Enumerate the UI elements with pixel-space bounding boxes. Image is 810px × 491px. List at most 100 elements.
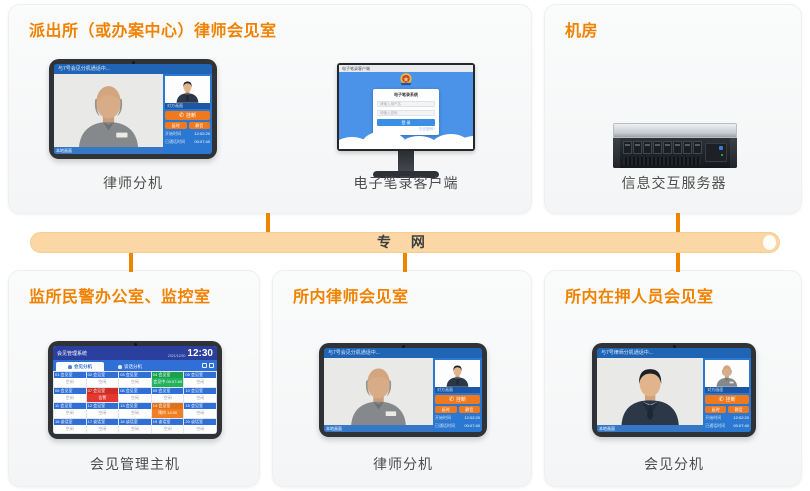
main-video: 本地画面 bbox=[54, 74, 164, 154]
username-field[interactable]: 请输入用户名 bbox=[377, 101, 435, 107]
phone-icon: ✆ bbox=[718, 396, 724, 403]
duration-label: 已通话时间 bbox=[435, 423, 456, 428]
window-title: 电子笔录客户端 bbox=[342, 66, 370, 71]
room-cell[interactable]: 06 会见室空闲 bbox=[54, 387, 86, 402]
panel-title: 派出所（或办案中心）律师会见室 bbox=[29, 23, 277, 40]
device-rack-server bbox=[613, 123, 737, 168]
room-cell-alarm[interactable]: 07 会见室告警 bbox=[86, 387, 119, 402]
cloud-shape bbox=[361, 131, 407, 149]
room-cell[interactable]: 12 会见室空闲 bbox=[86, 403, 119, 418]
mute-button[interactable]: 静音 bbox=[728, 406, 750, 413]
panel-title: 所内在押人员会见室 bbox=[565, 289, 714, 306]
call-status-bar: 与7号会见分机通话中... bbox=[54, 64, 212, 74]
start-time-value: 12:02:20 bbox=[194, 131, 210, 136]
panel-server-room: 机房 信息交互服务器 bbox=[544, 4, 802, 214]
panel-station-meeting-room: 派出所（或办案中心）律师会见室 与7号会见分机通话中... 本地画面 对方画面 bbox=[8, 4, 532, 214]
password-field[interactable]: 请输入密码 bbox=[377, 110, 435, 116]
room-cell[interactable]: 02 会见室空闲 bbox=[86, 372, 119, 387]
room-cell[interactable]: 10 会见室空闲 bbox=[184, 387, 216, 402]
duration-label: 已通话时间 bbox=[705, 423, 726, 428]
start-time-value: 12:02:20 bbox=[733, 415, 749, 420]
room-cell[interactable]: 11 会见室空闲 bbox=[54, 403, 86, 418]
cloud-shape bbox=[397, 136, 441, 149]
tab-meeting-extensions[interactable]: 会见分机 bbox=[56, 362, 104, 371]
room-cell[interactable]: 03 会见室空闲 bbox=[119, 372, 151, 387]
hangup-label: 挂断 bbox=[725, 397, 736, 403]
connector-line bbox=[676, 213, 680, 233]
power-led-icon bbox=[719, 146, 723, 150]
call-status-bar: 与7号律师分机通话中... bbox=[597, 348, 751, 358]
duration-value: 00:07:40 bbox=[733, 423, 749, 428]
main-video: 本地画面 bbox=[324, 358, 434, 432]
private-network-label: 专 网 bbox=[377, 234, 433, 250]
extend-time-button[interactable]: 延时 bbox=[435, 406, 457, 413]
mute-button[interactable]: 静音 bbox=[458, 406, 480, 413]
device-meeting-extension-tablet: 与7号律师分机通话中... 本地画面 对方画面 ✆ 挂断 bbox=[592, 343, 756, 437]
room-cell[interactable]: 05 会见室空闲 bbox=[184, 372, 216, 387]
extend-time-button[interactable]: 延时 bbox=[165, 122, 187, 129]
camera-dot-icon bbox=[402, 345, 405, 348]
start-time-label: 开始时间 bbox=[705, 415, 722, 420]
hangup-button[interactable]: ✆ 挂断 bbox=[435, 395, 480, 404]
call-sidebar: 对方画面 ✆ 挂断 延时 静音 开始时间 12:02:20 已通话时间 00:07:… bbox=[703, 358, 751, 432]
remote-video-thumbnail bbox=[705, 360, 749, 387]
extend-time-button[interactable]: 延时 bbox=[705, 406, 727, 413]
room-cell[interactable]: 01 会见室空闲 bbox=[54, 372, 86, 387]
hangup-button[interactable]: ✆ 挂断 bbox=[705, 395, 749, 404]
login-button[interactable]: 登 录 bbox=[377, 119, 435, 126]
server-top-surface bbox=[613, 123, 737, 138]
vent-grille bbox=[623, 157, 701, 165]
connector-line bbox=[676, 252, 680, 272]
private-network-bus: 专 网 bbox=[30, 232, 780, 253]
mute-button[interactable]: 静音 bbox=[188, 122, 210, 129]
duration-label: 已通话时间 bbox=[165, 139, 186, 144]
camera-dot-icon bbox=[134, 343, 137, 346]
server-front-panel bbox=[613, 138, 737, 168]
manager-header: 会见管理系统 2021/12/30 12:30 bbox=[53, 346, 217, 360]
panel-title: 监所民警办公室、监控室 bbox=[29, 289, 211, 306]
room-cell[interactable]: 19 谈话室空闲 bbox=[151, 418, 184, 433]
manager-tab-bar: 会见分机 谈话分机 bbox=[53, 360, 217, 371]
drive-bays bbox=[623, 141, 702, 154]
connector-line bbox=[129, 252, 133, 272]
room-cell[interactable]: 20 谈话室空闲 bbox=[184, 418, 216, 433]
remote-video-label: 对方画面 bbox=[165, 103, 210, 109]
remote-video-thumbnail bbox=[165, 76, 210, 103]
hangup-button[interactable]: ✆ 挂断 bbox=[165, 111, 210, 120]
room-cell[interactable]: 16 谈话室空闲 bbox=[54, 418, 86, 433]
export-icon[interactable] bbox=[202, 363, 207, 368]
hangup-label: 挂断 bbox=[186, 113, 197, 119]
lawyer-portrait bbox=[705, 362, 749, 387]
device-caption: 电子笔录客户端 bbox=[353, 175, 459, 191]
room-cell-reserved[interactable]: 14 会见室预约 13:00 bbox=[151, 403, 184, 418]
tab-talk-extensions[interactable]: 谈话分机 bbox=[106, 362, 154, 371]
forgot-password-link[interactable]: 忘记密码? bbox=[419, 127, 435, 131]
duration-value: 00:07:40 bbox=[464, 423, 480, 428]
room-cell[interactable]: 17 谈话室空闲 bbox=[86, 418, 119, 433]
detainee-portrait bbox=[435, 362, 480, 387]
main-video-label: 本地画面 bbox=[54, 147, 164, 154]
main-video-label: 本地画面 bbox=[597, 425, 704, 432]
lawyer-portrait bbox=[324, 360, 433, 425]
manager-app-title: 会见管理系统 bbox=[57, 350, 88, 357]
device-caption: 会见管理主机 bbox=[90, 456, 180, 472]
room-cell[interactable]: 13 会见室空闲 bbox=[119, 403, 151, 418]
rack-ear bbox=[613, 138, 620, 168]
calendar-icon[interactable] bbox=[209, 363, 214, 368]
room-cell[interactable]: 08 会见室空闲 bbox=[119, 387, 151, 402]
start-time-label: 开始时间 bbox=[435, 415, 452, 420]
device-transcript-client-monitor: 电子笔录客户端 电子笔录系统 请输入用户名 请输入密码 登 录 忘记密码? bbox=[337, 63, 475, 178]
login-title: 电子笔录系统 bbox=[394, 92, 418, 97]
remote-video-label: 对方画面 bbox=[705, 387, 749, 393]
pipe-end-cap bbox=[763, 235, 776, 250]
lawyer-portrait bbox=[54, 77, 163, 147]
camera-dot-icon bbox=[132, 61, 135, 64]
person-icon bbox=[118, 364, 122, 369]
room-cell[interactable]: 15 会见室空闲 bbox=[184, 403, 216, 418]
room-cell-busy[interactable]: 04 会见室会见中 00:07:40 bbox=[151, 372, 184, 387]
room-cell[interactable]: 18 谈话室空闲 bbox=[119, 418, 151, 433]
police-emblem-icon bbox=[399, 72, 414, 87]
room-cell[interactable]: 09 会见室空闲 bbox=[151, 387, 184, 402]
